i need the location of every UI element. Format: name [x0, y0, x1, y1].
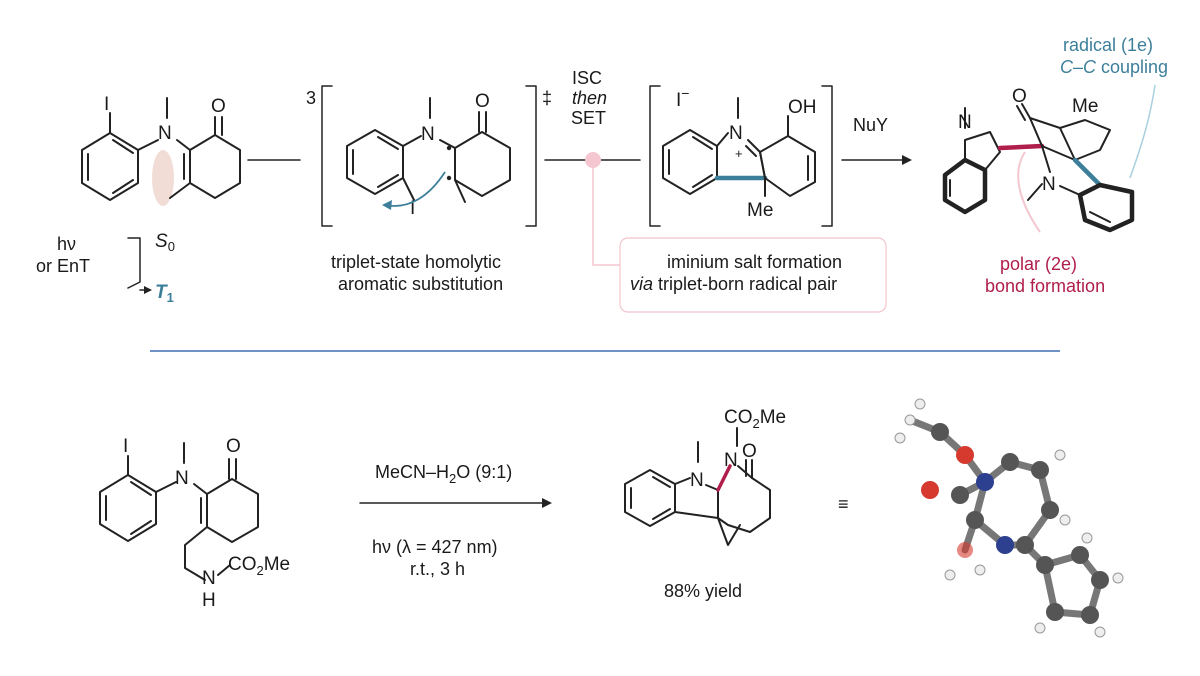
iminium-methyl-label: Me — [747, 200, 773, 221]
yield-label: 88% yield — [664, 581, 742, 601]
iodine-label: I — [104, 94, 109, 115]
ts-nitrogen-label: N — [421, 124, 435, 145]
dagger-symbol: ‡ — [542, 88, 552, 108]
hydroxyl-label: OH — [788, 97, 817, 118]
then-text: then — [572, 88, 607, 108]
alkene-highlight — [152, 150, 174, 206]
substrate-iodine: I — [123, 436, 128, 457]
substrate-oxygen: O — [226, 436, 241, 457]
iminium-caption-box — [619, 237, 887, 313]
carbamate-nh-nitrogen: N — [202, 568, 216, 589]
solvent-label: MeCN–H2O (9:1) — [375, 462, 512, 486]
product-carbamate-nitrogen: N — [724, 450, 738, 471]
isc-set-label: ISC then SET — [571, 68, 607, 128]
set-text: SET — [571, 108, 606, 128]
product-indole-nitrogen: N — [958, 112, 972, 133]
product-carbamate: CO2Me — [724, 407, 786, 431]
caption-iminium-line2: via triplet-born radical pair — [630, 274, 837, 294]
nuy-reagent: NuY — [853, 115, 888, 135]
s0-label: S0 — [155, 231, 175, 254]
substrate-nitrogen: N — [175, 468, 189, 489]
isc-text: ISC — [572, 68, 602, 88]
product-methyl: Me — [1072, 96, 1098, 117]
radical-dot-2 — [446, 175, 452, 181]
iodide-label: I− — [676, 85, 689, 111]
curved-arrow — [384, 171, 446, 207]
iminium-salt-intermediate: I− N + OH Me — [649, 85, 833, 227]
irradiation-label: hν (λ = 427 nm) — [372, 537, 498, 557]
product-ketone-oxygen: O — [742, 441, 757, 462]
polycyclic-product: N N CO2Me O — [624, 407, 786, 546]
light-label: hν — [57, 234, 76, 254]
product-indoline-nitrogen: N — [1042, 174, 1056, 195]
marker-leader-line — [592, 168, 620, 266]
substrate-carbamate: CO2Me — [228, 554, 290, 578]
radical-dot-1 — [446, 145, 452, 151]
product-n-methyl-nitrogen: N — [690, 470, 704, 491]
ts-oxygen-label: O — [475, 91, 490, 112]
triplet-multiplicity: 3 — [306, 88, 316, 108]
polar-bond-line1: polar (2e) — [1000, 254, 1077, 274]
time-temperature-label: r.t., 3 h — [410, 559, 465, 579]
product-oxygen: O — [1012, 86, 1027, 107]
triplet-transition-state: 3 ‡ I N O — [306, 85, 552, 227]
iminium-nitrogen-label: N — [729, 123, 743, 144]
starting-material-enaminone: I N O — [81, 94, 241, 206]
t1-label: T1 — [155, 282, 174, 305]
caption-homolytic-line1: triplet-state homolytic — [331, 252, 501, 272]
caption-homolytic-line2: aromatic substitution — [338, 274, 503, 294]
radical-coupling-line2: C–C coupling — [1060, 57, 1168, 77]
nitrogen-label: N — [158, 123, 172, 144]
oxygen-label: O — [211, 96, 226, 117]
carbamate-substrate: I N O N H CO2Me — [99, 436, 290, 611]
iminium-plus: + — [735, 146, 743, 161]
radical-coupling-line1: radical (1e) — [1063, 35, 1153, 55]
radical-pair-marker — [585, 152, 601, 168]
carbamate-nh-hydrogen: H — [202, 590, 216, 611]
coupled-product: N O Me N — [942, 84, 1156, 233]
photoexcitation-conditions: hν or EnT S0 T1 — [36, 231, 175, 305]
equivalence-symbol: ≡ — [838, 494, 849, 514]
ent-label: or EnT — [36, 256, 90, 276]
crystal-structure-model — [894, 398, 1124, 638]
ts-iodine-label: I — [410, 198, 415, 219]
polar-bond-line2: bond formation — [985, 276, 1105, 296]
caption-iminium-line1: iminium salt formation — [667, 252, 842, 272]
